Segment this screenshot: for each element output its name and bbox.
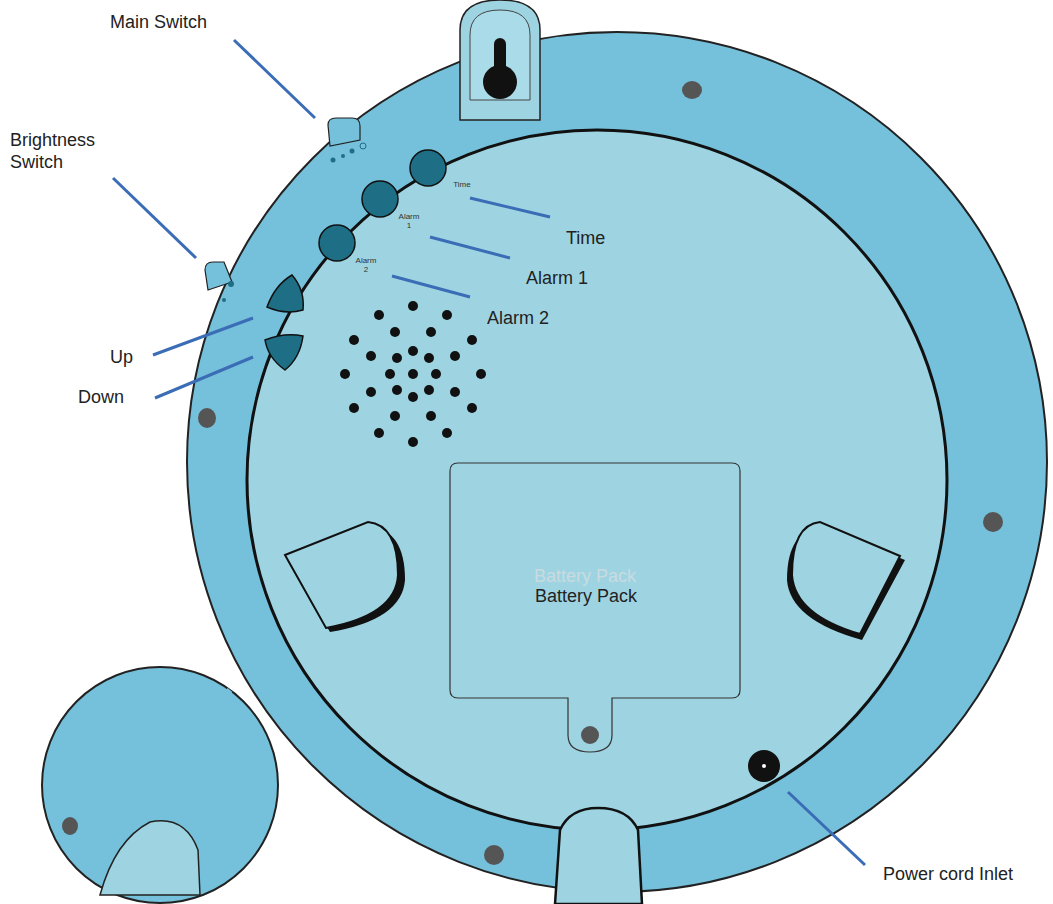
callout-label: Time <box>566 228 605 250</box>
callout-label: Alarm 1 <box>526 268 588 290</box>
foot <box>100 821 200 895</box>
switch-symbols <box>331 143 367 163</box>
back-cover <box>247 130 947 830</box>
foot <box>555 808 642 904</box>
speaker-grille <box>340 301 486 447</box>
leader-lines <box>113 40 865 865</box>
callout-label: Alarm 2 <box>487 308 549 330</box>
housing-ring <box>187 32 1047 892</box>
hanger <box>460 0 540 120</box>
main-switch <box>328 118 360 146</box>
button-label: Time <box>450 181 474 190</box>
callout-label: Brightness Switch <box>10 130 120 173</box>
part-label: Battery Pack <box>535 586 637 608</box>
ghost-label: Battery Pack <box>534 566 636 588</box>
battery-cover <box>450 463 740 752</box>
housing-bump <box>42 667 278 903</box>
power-inlet <box>748 750 780 782</box>
button-label: Alarm 1 <box>398 213 420 231</box>
button-label: Alarm 2 <box>355 257 377 275</box>
callout-label: Up <box>110 347 133 369</box>
callout-label: Main Switch <box>110 12 207 34</box>
screw-holes <box>62 81 1003 865</box>
brightness-switch <box>205 262 232 290</box>
callout-label: Down <box>78 387 124 409</box>
callout-label: Power cord Inlet <box>883 864 1013 886</box>
buttons <box>265 150 446 370</box>
